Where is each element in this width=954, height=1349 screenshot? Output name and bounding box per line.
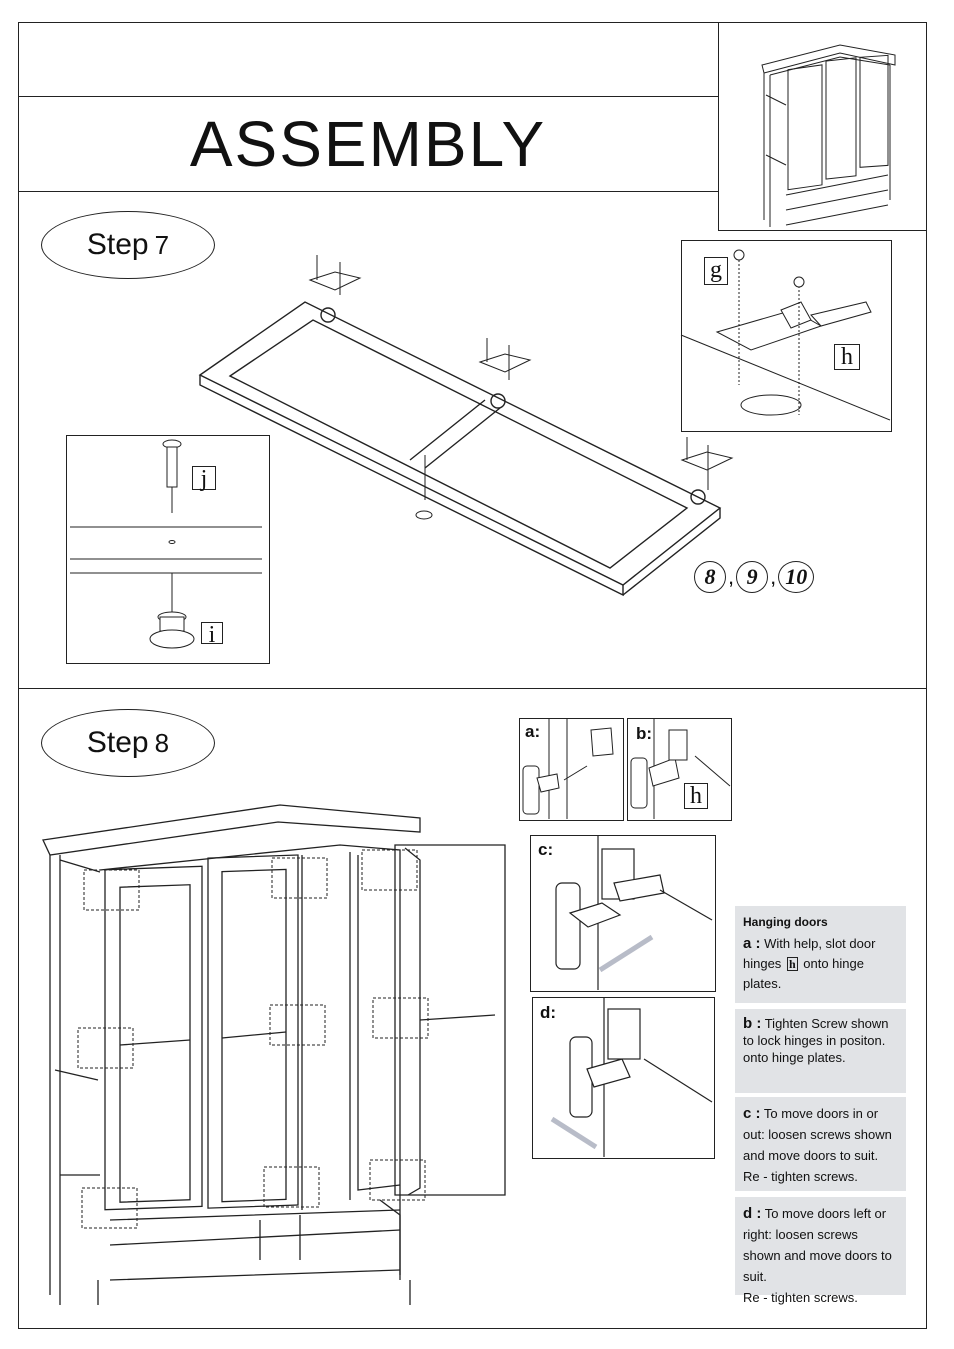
detail-d-label: d: — [540, 1003, 557, 1022]
callout-8: 8 — [694, 561, 726, 593]
note-d-text: To move doors left or right: loosen scre… — [743, 1206, 892, 1284]
callout-separator-2: , — [770, 564, 777, 589]
title-divider — [18, 191, 718, 192]
note-c: c : To move doors in or out: loosen scre… — [735, 1097, 906, 1191]
detail-b-label: b: — [636, 724, 653, 743]
callout-9: 9 — [736, 561, 769, 593]
note-d-text-2: Re - tighten screws. — [743, 1290, 858, 1305]
part-i-label: i — [201, 622, 223, 647]
foot-detail-illustration — [70, 439, 262, 649]
step-8-badge: Step 8 — [41, 709, 215, 777]
note-b: b : Tighten Screw shown to lock hinges i… — [735, 1009, 906, 1093]
note-a-body-1: With help, slot door hinges — [743, 936, 876, 971]
page-frame — [18, 22, 927, 1329]
step-7-badge: Step 7 — [41, 211, 215, 279]
note-b-text: Tighten Screw shown to lock hinges in po… — [743, 1016, 889, 1065]
note-c-text: To move doors in or out: loosen screws s… — [743, 1106, 892, 1163]
step-8-label: Step — [86, 726, 149, 759]
wardrobe-assembly-illustration — [42, 804, 506, 1305]
part-g-label: g — [704, 257, 728, 285]
part-h-label: h — [834, 344, 860, 370]
detail-a-label: a: — [525, 722, 541, 741]
note-a-text: a : With help, slot door hinges h onto h… — [743, 934, 898, 994]
detail-a-illustration — [522, 718, 614, 819]
note-c-key: c : — [743, 1105, 761, 1122]
door-panel-illustration — [198, 255, 734, 597]
thumbnail-divider — [718, 22, 719, 230]
hinge-detail-illustration — [680, 249, 891, 421]
detail-d-illustration — [550, 997, 713, 1157]
note-a-key: a : — [743, 935, 761, 952]
note-d-key: d : — [743, 1205, 762, 1222]
step-divider — [18, 688, 927, 689]
part-j-label: j — [192, 466, 216, 491]
step-8-number: 8 — [154, 727, 170, 758]
callout-10: 10 — [778, 561, 815, 593]
note-a: Hanging doors a : With help, slot door h… — [735, 906, 906, 1003]
note-hanging-doors-title: Hanging doors — [743, 915, 828, 929]
detail-c-illustration — [555, 835, 713, 990]
callout-numbers: 8 , 9 , 10 — [694, 561, 815, 593]
wardrobe-thumbnail — [761, 44, 896, 227]
step-7-label: Step — [86, 228, 149, 261]
step-7-number: 7 — [154, 229, 170, 260]
callout-separator-1: , — [728, 564, 735, 589]
note-c-text-2: Re - tighten screws. — [743, 1169, 858, 1184]
thumbnail-bottom — [718, 230, 927, 231]
detail-c-label: c: — [538, 840, 554, 859]
note-d: d : To move doors left or right: loosen … — [735, 1197, 906, 1305]
note-a-part: h — [786, 957, 798, 971]
header-divider — [18, 96, 718, 97]
note-a-body-2: onto hinge plates. — [743, 956, 864, 991]
note-b-key: b : — [743, 1015, 762, 1032]
detail-b-part-h: h — [684, 783, 708, 809]
detail-b-illustration — [630, 718, 731, 819]
page-title: ASSEMBLY — [189, 107, 547, 180]
